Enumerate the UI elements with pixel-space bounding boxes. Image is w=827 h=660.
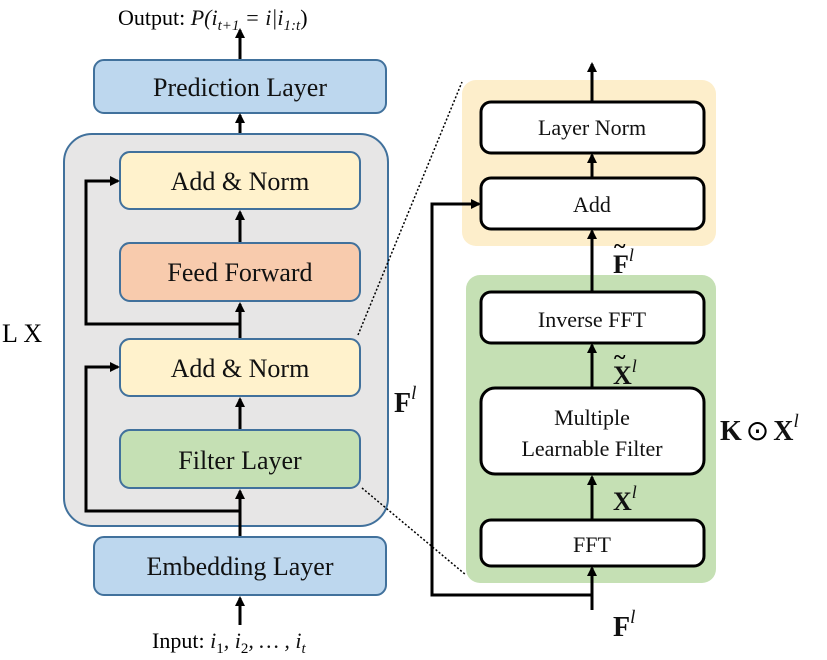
feed-forward-box: Feed Forward [119,242,361,302]
prediction-layer-label: Prediction Layer [153,73,327,102]
add-norm-top-box: Add & Norm [119,151,361,210]
filter-label-line1: Multiple [554,405,630,430]
repeat-label: L X [2,319,42,348]
add-box: Add [479,176,706,231]
skip-connection-right [430,199,592,597]
feed-forward-label: Feed Forward [167,258,312,287]
fft-label: FFT [573,532,611,557]
output-label: Output: P(it+1 = i|i1:t) [118,5,308,34]
add-norm-bottom-box: Add & Norm [119,338,361,397]
f-tilde-label: Fl [613,245,634,279]
f-bottom-label: Fl [613,607,635,643]
zoom-line-bottom [361,487,467,576]
layer-norm-box: Layer Norm [479,100,706,155]
residual-connection-top [84,176,240,326]
residual-connection-bottom [84,362,240,513]
add-norm-top-label: Add & Norm [171,167,310,196]
inverse-fft-label: Inverse FFT [538,307,647,332]
layer-norm-label: Layer Norm [538,115,646,140]
add-label: Add [573,192,611,217]
add-norm-bottom-label: Add & Norm [171,354,310,383]
input-label: Input: i1, i2, … , it [152,628,307,657]
fft-box: FFT [479,518,706,568]
x-tilde-label: Xl [613,356,637,390]
embedding-layer-box: Embedding Layer [93,536,387,596]
filter-layer-box: Filter Layer [119,429,361,489]
f-side-label: Fl [394,383,416,419]
embedding-layer-label: Embedding Layer [147,552,334,581]
encoder-block [63,133,389,527]
k-dot-x-label: K⊙Xl [720,411,799,447]
prediction-layer-box: Prediction Layer [93,59,387,114]
x-tilde-accent: ~ [614,344,626,369]
f-tilde-accent: ~ [614,233,626,258]
filter-layer-label: Filter Layer [178,446,302,475]
filter-label-line2: Learnable Filter [521,436,663,461]
zoom-line-top [357,81,463,336]
learnable-filter-box: Multiple Learnable Filter [479,386,706,476]
x-label: Xl [613,482,637,516]
inverse-fft-box: Inverse FFT [479,290,706,345]
